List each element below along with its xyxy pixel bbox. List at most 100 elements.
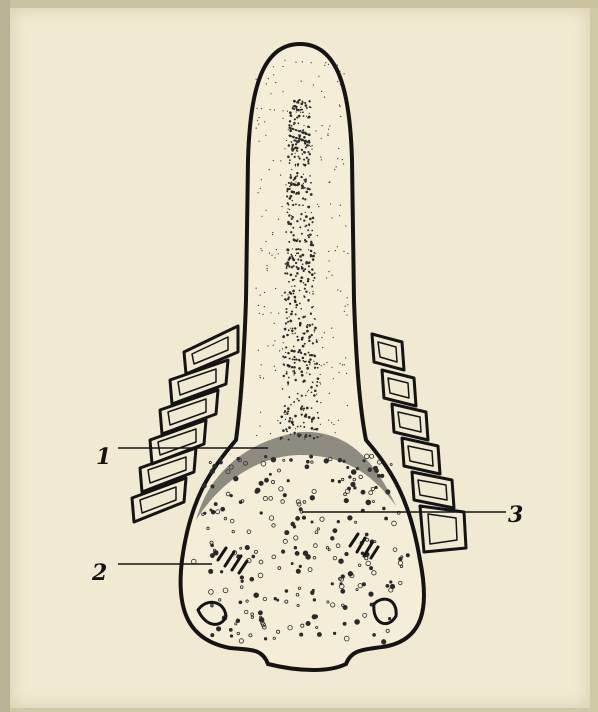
stipple-dot [298, 400, 300, 402]
stipple-dot [287, 383, 289, 385]
stipple-dot [256, 435, 257, 436]
stipple-dot [284, 272, 286, 274]
stipple-dot [328, 271, 329, 272]
stipple-dot [297, 151, 298, 152]
stipple-dot [321, 138, 322, 139]
stipple-dot [336, 166, 337, 167]
stipple-dot [302, 516, 305, 519]
stipple-dot [311, 427, 314, 430]
stipple-dot [347, 466, 349, 468]
stipple-dot [294, 546, 297, 549]
stipple-dot [255, 490, 259, 494]
stipple-dot [270, 433, 271, 434]
stipple-dot [306, 460, 309, 463]
stipple-dot [320, 156, 321, 157]
stipple-dot [292, 333, 293, 334]
stipple-dot [261, 108, 262, 109]
stipple-dot [304, 408, 305, 409]
stipple-dot [311, 285, 313, 287]
stipple-dot [302, 360, 304, 362]
stipple-dot [285, 352, 286, 353]
stipple-dot [289, 316, 290, 317]
stipple-dot [320, 383, 321, 384]
stipple-dot [285, 414, 286, 415]
stipple-dot [290, 349, 293, 352]
stipple-dot [283, 91, 284, 92]
stipple-dot [295, 176, 297, 178]
stipple-dot [303, 174, 304, 175]
stipple-dot [298, 349, 301, 352]
stipple-dot [340, 583, 342, 585]
stipple-dot [329, 125, 330, 126]
stipple-dot [290, 273, 293, 276]
stipple-dot [286, 248, 289, 251]
stipple-dot [261, 364, 262, 365]
stipple-dot [291, 286, 292, 287]
stipple-dot [282, 355, 284, 357]
stipple-dot [236, 619, 240, 623]
stipple-dot [320, 424, 321, 425]
stipple-dot [211, 634, 214, 637]
stipple-dot [303, 151, 305, 153]
stipple-dot [309, 324, 312, 327]
stipple-dot [312, 615, 316, 619]
stipple-dot [340, 205, 341, 206]
stipple-dot [292, 328, 294, 330]
stipple-dot [310, 107, 311, 108]
stipple-dot [312, 258, 314, 260]
stipple-dot [311, 324, 313, 326]
stipple-dot [302, 345, 305, 348]
stipple-dot [297, 258, 299, 260]
stipple-dot [289, 130, 292, 133]
stipple-dot [348, 516, 353, 521]
stipple-dot [310, 245, 312, 247]
stipple-dot [239, 601, 242, 604]
stipple-dot [293, 346, 295, 348]
stipple-dot [288, 208, 289, 209]
stipple-dot [341, 589, 345, 593]
stipple-dot [310, 455, 313, 458]
stipple-dot [365, 533, 368, 536]
stipple-dot [270, 312, 271, 313]
stipple-dot [288, 296, 290, 298]
stipple-dot [293, 100, 296, 103]
stipple-dot [287, 364, 290, 367]
stipple-dot [293, 356, 295, 358]
stipple-dot [313, 84, 314, 85]
stipple-dot [302, 139, 303, 140]
stipple-dot [318, 206, 319, 207]
stipple-dot [293, 128, 295, 130]
stipple-dot [310, 256, 312, 258]
stipple-dot [269, 473, 271, 475]
stipple-dot [300, 280, 303, 283]
stipple-dot [288, 265, 290, 267]
stipple-dot [266, 210, 267, 211]
stipple-dot [339, 372, 340, 373]
stipple-dot [303, 188, 304, 189]
stipple-dot [308, 141, 310, 143]
stipple-dot [275, 82, 276, 83]
stipple-dot [288, 281, 290, 283]
stipple-dot [299, 131, 301, 133]
stipple-dot [339, 559, 344, 564]
stipple-dot [298, 115, 299, 116]
stipple-dot [294, 156, 296, 158]
stipple-dot [290, 184, 292, 186]
stipple-dot [286, 431, 288, 433]
stipple-dot [322, 125, 323, 126]
stipple-dot [307, 324, 309, 326]
stipple-dot [293, 265, 295, 267]
stipple-dot [294, 379, 297, 382]
stipple-dot [307, 234, 309, 236]
stipple-dot [280, 175, 281, 176]
stipple-dot [281, 295, 282, 296]
stipple-dot [313, 429, 315, 431]
stipple-dot [286, 413, 288, 415]
stipple-dot [265, 241, 266, 242]
stipple-dot [296, 106, 298, 108]
stipple-dot [267, 270, 268, 271]
stipple-dot [314, 272, 316, 274]
stipple-dot [329, 393, 330, 394]
stipple-dot [369, 592, 373, 596]
stipple-dot [283, 110, 284, 111]
